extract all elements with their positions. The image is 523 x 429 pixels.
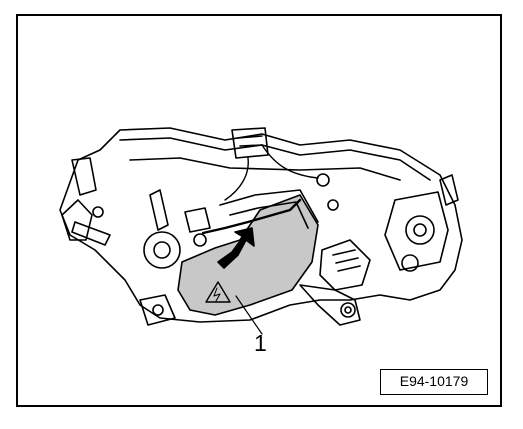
harness-cable [261, 144, 319, 179]
bulb-cover [177, 194, 319, 316]
lower-left-foot-hole [152, 304, 164, 316]
left-adjuster-outer [143, 231, 181, 269]
warning-triangle-icon [205, 281, 231, 303]
right-adjuster-inner [413, 223, 427, 237]
housing-rim [119, 137, 431, 181]
lower-right-bracket [299, 284, 361, 326]
headlight-assembly-illustration [59, 127, 463, 335]
right-lens-housing [384, 191, 449, 271]
right-screw [316, 173, 330, 187]
top-connector [231, 127, 269, 159]
right-upper-clip [439, 174, 459, 206]
housing-outline [59, 127, 463, 323]
bulb-cover-rim-inner [229, 201, 309, 229]
harness-cable-2 [224, 157, 249, 201]
highlight-arrow [217, 227, 255, 269]
left-adjuster-inner [153, 241, 171, 259]
housing-rim-inner [129, 157, 401, 181]
lower-right-bracket-nut [340, 302, 356, 318]
lower-right-bracket-nut-inner [344, 306, 352, 314]
wire-clip [184, 207, 211, 233]
left-upper-clip [71, 157, 97, 196]
wire-clip-screw [193, 233, 207, 247]
right-connector-grip [332, 249, 361, 272]
figure-frame [16, 14, 502, 407]
retaining-wire [201, 198, 302, 235]
right-lower-knob [401, 254, 419, 272]
callout-leader [235, 295, 263, 335]
lower-left-foot [139, 294, 176, 326]
right-connector [319, 239, 371, 291]
left-bracket-slot [71, 221, 111, 246]
top-connector-detail [237, 135, 263, 147]
warning-bolt [213, 287, 221, 302]
callout-label-1: 1 [254, 330, 267, 356]
right-screw-lower [327, 199, 339, 211]
bulb-cover-rim [219, 189, 319, 223]
left-mount-hole [92, 206, 104, 218]
left-adjuster-post [149, 189, 169, 231]
right-adjuster-outer [405, 215, 435, 245]
figure-reference-code: E94-10179 [380, 369, 488, 395]
